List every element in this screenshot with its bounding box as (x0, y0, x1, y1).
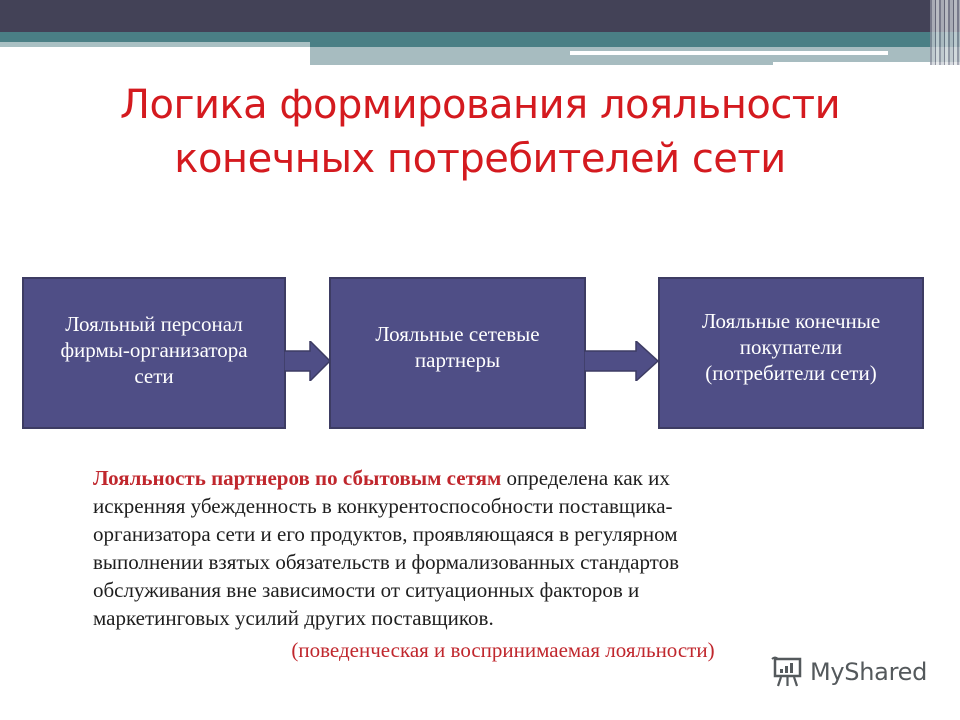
box-text-line: покупатели (739, 335, 843, 359)
arrow-right-icon (284, 341, 332, 381)
definition-line: выполнении взятых обязательств и формали… (93, 550, 679, 574)
box-text-line: Лояльные конечные (701, 309, 881, 333)
header-band-white (0, 47, 310, 65)
header-band-dark (0, 0, 960, 32)
arrow-right-icon (584, 341, 660, 381)
header-white-cut (773, 62, 960, 66)
box-loyal-partners: Лояльные сетевые партнеры (329, 277, 586, 429)
definition-line: организатора сети и его продуктов, прояв… (93, 522, 678, 546)
header-band-light-thin (0, 42, 310, 47)
presentation-chart-icon (771, 656, 802, 687)
box-text-line: сети (134, 364, 174, 388)
watermark: MyShared (770, 656, 927, 688)
title-line-1: Логика формирования лояльности (119, 82, 841, 128)
box-loyal-customers: Лояльные конечные покупатели (потребител… (658, 277, 924, 429)
title-line-2: конечных потребителей сети (174, 136, 786, 182)
box-loyal-staff: Лояльный персонал фирмы-организатора сет… (22, 277, 286, 429)
watermark-text: MyShared (810, 658, 928, 686)
definition-paragraph: Лояльность партнеров по сбытовым сетям о… (93, 464, 883, 632)
box-text-line: Лояльные сетевые (375, 322, 540, 346)
slide-title: Логика формирования лояльности конечных … (0, 78, 960, 186)
definition-line: маркетинговых усилий других поставщиков. (93, 606, 494, 630)
definition-first-line-tail: определена как их (501, 466, 670, 490)
header-white-line (570, 51, 888, 55)
definition-lead: Лояльность партнеров по сбытовым сетям (93, 466, 502, 490)
box-text-line: фирмы-организатора (60, 338, 248, 362)
definition-line: искренняя убежденность в конкурентоспосо… (93, 494, 673, 518)
definition-note: (поведенческая и воспринимаемая лояльнос… (291, 638, 715, 662)
box-text-line: партнеры (414, 348, 501, 372)
header-edge-stripes (930, 0, 960, 65)
box-text-line: (потребители сети) (705, 361, 877, 385)
definition-line: обслуживания вне зависимости от ситуацио… (93, 578, 640, 602)
box-text-line: Лояльный персонал (65, 312, 243, 336)
